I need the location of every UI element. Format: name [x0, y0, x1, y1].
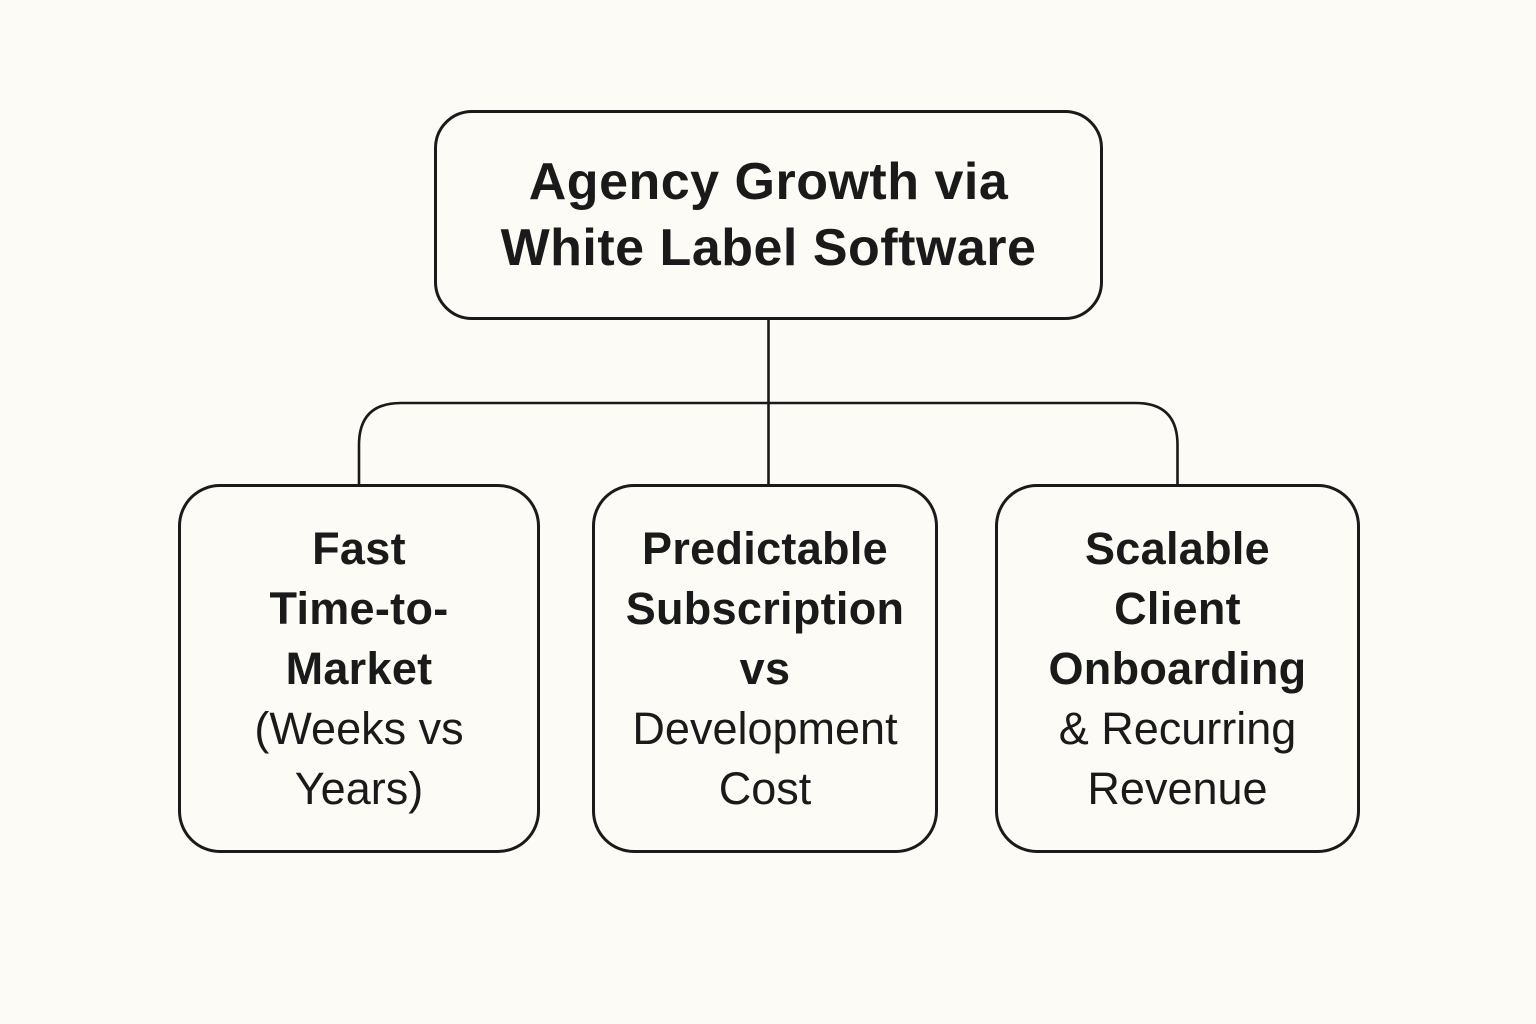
- child3-bold-line-1: Scalable: [1084, 522, 1270, 574]
- child1-bold-line-2: Time-to-: [269, 582, 449, 634]
- child1-regular-line-1: (Weeks vs: [254, 702, 464, 754]
- child3-bold-line-2: Client: [1114, 582, 1241, 634]
- child3-bold-line-3: Onboarding: [1048, 642, 1307, 694]
- node-root: Agency Growth via White Label Software: [434, 110, 1103, 320]
- branch-line: [357, 401, 1179, 484]
- node-scalable-client-onboarding: Scalable Client Onboarding & Recurring R…: [995, 484, 1360, 853]
- child2-regular-line-1: Development: [632, 702, 898, 754]
- node-predictable-subscription: Predictable Subscription vs Development …: [592, 484, 938, 853]
- root-title-line-2: White Label Software: [500, 219, 1037, 277]
- child2-regular-line-2: Cost: [718, 762, 812, 814]
- child3-regular-line-1: & Recurring: [1058, 702, 1297, 754]
- root-title-line-1: Agency Growth via: [528, 153, 1009, 211]
- child2-bold-line-3: vs: [739, 642, 791, 694]
- child1-bold-line-1: Fast: [312, 522, 406, 574]
- child1-regular-line-2: Years): [294, 762, 424, 814]
- child2-bold-line-2: Subscription: [625, 582, 905, 634]
- child3-regular-line-2: Revenue: [1087, 762, 1268, 814]
- child2-bold-line-1: Predictable: [642, 522, 888, 574]
- node-fast-time-to-market: Fast Time-to- Market (Weeks vs Years): [178, 484, 540, 853]
- child1-bold-line-3: Market: [285, 642, 433, 694]
